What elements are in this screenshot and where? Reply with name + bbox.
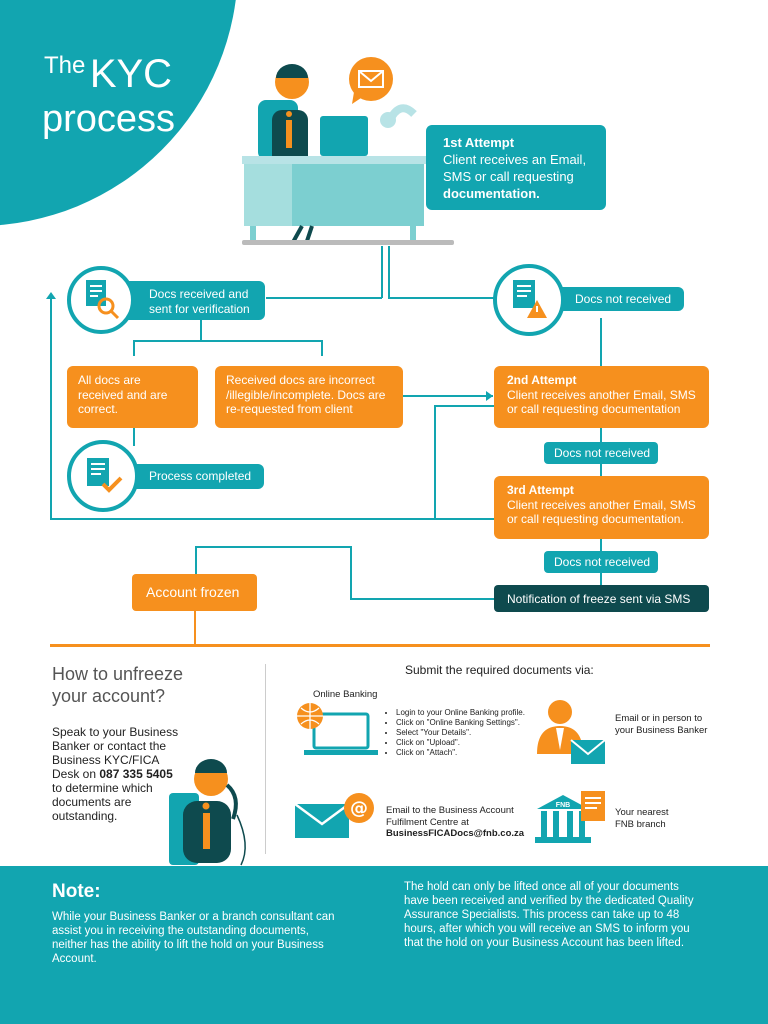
incorrect-docs-text: Received docs are incorrect /illegible/i… — [226, 373, 386, 416]
email-address-link[interactable]: BusinessFICADocs@fnb.co.za — [386, 828, 525, 839]
third-attempt-box: 3rd Attempt Client receives another Emai… — [494, 476, 709, 539]
second-attempt-title: 2nd Attempt — [507, 373, 577, 387]
fica-phone-number[interactable]: 087 335 5405 — [99, 767, 173, 781]
third-attempt-text: Client receives another Email, SMS or ca… — [507, 497, 696, 527]
title-the: The — [44, 52, 86, 79]
person-email-icon — [533, 700, 609, 766]
email-at-icon: @ — [293, 792, 377, 840]
connector — [133, 340, 323, 342]
online-step: Click on "Online Banking Settings". — [396, 718, 536, 728]
unfreeze-heading: How to unfreeze your account? — [52, 663, 183, 707]
unfreeze-text: Speak to your Business Banker or contact… — [52, 725, 180, 823]
connector — [50, 298, 52, 520]
online-step: Select "Your Details". — [396, 728, 536, 738]
unfreeze-text-before: Speak to your Business Banker or contact… — [52, 725, 179, 781]
connector — [200, 320, 202, 340]
title-kyc: KYC — [89, 52, 173, 96]
docs-not-received-box-1: Docs not received — [548, 287, 684, 311]
process-completed-text: Process completed — [149, 469, 252, 483]
process-completed-circle — [67, 440, 139, 512]
email-centre-block: Email to the Business Account Fulfilment… — [386, 805, 526, 840]
laptop-icon — [290, 702, 380, 758]
fnb-logo-text: FNB — [556, 802, 570, 809]
docs-not-received-box-2: Docs not received — [544, 442, 658, 464]
email-bubble-icon — [346, 56, 396, 106]
connector — [350, 546, 352, 600]
connector — [133, 428, 135, 446]
connector — [600, 318, 602, 366]
all-docs-correct-box: All docs are received and are correct. — [67, 366, 198, 428]
banker-phone-illustration — [165, 755, 255, 867]
incorrect-docs-box: Received docs are incorrect /illegible/i… — [215, 366, 403, 428]
email-centre-text: Email to the Business Account Fulfilment… — [386, 805, 514, 828]
account-frozen-text: Account frozen — [146, 584, 240, 600]
document-check-icon — [87, 458, 123, 493]
note-title: Note: — [52, 881, 101, 902]
connector — [434, 405, 436, 519]
docs-not-received-text-1: Docs not received — [575, 292, 672, 306]
docs-not-received-text-3: Docs not received — [554, 555, 651, 569]
freeze-notification-text: Notification of freeze sent via SMS — [507, 592, 691, 606]
email-person-text: Email or in person to your Business Bank… — [615, 713, 708, 736]
connector — [195, 546, 351, 548]
svg-text:@: @ — [350, 798, 368, 819]
section-divider — [50, 644, 710, 647]
banker-desk-illustration — [240, 60, 460, 250]
first-attempt-title: 1st Attempt — [443, 135, 515, 150]
first-attempt-box: 1st Attempt Client receives an Email, SM… — [426, 125, 606, 210]
connector — [50, 518, 494, 520]
submit-title: Submit the required documents via: — [405, 663, 594, 677]
document-search-icon — [86, 280, 120, 320]
frozen-connector — [194, 611, 196, 645]
note-left-text: While your Business Banker or a branch c… — [52, 911, 335, 965]
online-banking-label: Online Banking — [313, 689, 378, 700]
second-attempt-text: Client receives another Email, SMS or ca… — [507, 387, 696, 417]
first-attempt-bold: documentation. — [443, 186, 540, 201]
docs-not-received-box-3: Docs not received — [544, 551, 658, 573]
unfreeze-heading-line-1: How to unfreeze — [52, 664, 184, 684]
connector — [381, 246, 383, 298]
connector — [321, 340, 323, 356]
branch-text: Your nearest FNB branch — [615, 807, 669, 830]
connector — [434, 405, 494, 407]
all-docs-correct-text: All docs are received and are correct. — [78, 373, 168, 416]
docs-received-box: Docs received and sent for verification — [110, 281, 265, 320]
docs-warning-circle — [493, 264, 565, 336]
connector — [403, 395, 493, 397]
docs-search-circle — [67, 266, 135, 334]
online-step: Login to your Online Banking profile. — [396, 708, 536, 718]
online-banking-steps: Login to your Online Banking profile. Cl… — [386, 708, 536, 758]
account-frozen-box: Account frozen — [132, 574, 257, 611]
bank-building-icon: FNB — [533, 789, 609, 847]
note-right-text: The hold can only be lifted once all of … — [404, 881, 694, 949]
online-step: Click on "Attach". — [396, 748, 536, 758]
third-attempt-title: 3rd Attempt — [507, 483, 574, 497]
document-warning-icon — [513, 280, 547, 318]
freeze-notification-box: Notification of freeze sent via SMS — [494, 585, 709, 612]
note-section — [0, 866, 768, 1024]
arrow-left-icon — [46, 292, 56, 299]
online-step: Click on "Upload". — [396, 738, 536, 748]
title-process: process — [42, 98, 176, 140]
unfreeze-text-after: to determine which documents are outstan… — [52, 781, 153, 823]
second-attempt-box: 2nd Attempt Client receives another Emai… — [494, 366, 709, 428]
first-attempt-text: Client receives an Email, SMS or call re… — [443, 152, 587, 184]
arrow-right-icon — [486, 391, 493, 401]
page-title: The KYC — [44, 52, 172, 97]
vertical-divider — [265, 664, 266, 854]
docs-received-text: Docs received and sent for verification — [149, 287, 250, 316]
connector — [195, 546, 197, 574]
docs-not-received-text-2: Docs not received — [554, 446, 651, 460]
connector — [133, 340, 135, 356]
unfreeze-heading-line-2: your account? — [52, 686, 166, 706]
connector — [388, 246, 390, 298]
connector — [266, 297, 382, 299]
connector — [350, 598, 494, 600]
connector — [388, 297, 494, 299]
